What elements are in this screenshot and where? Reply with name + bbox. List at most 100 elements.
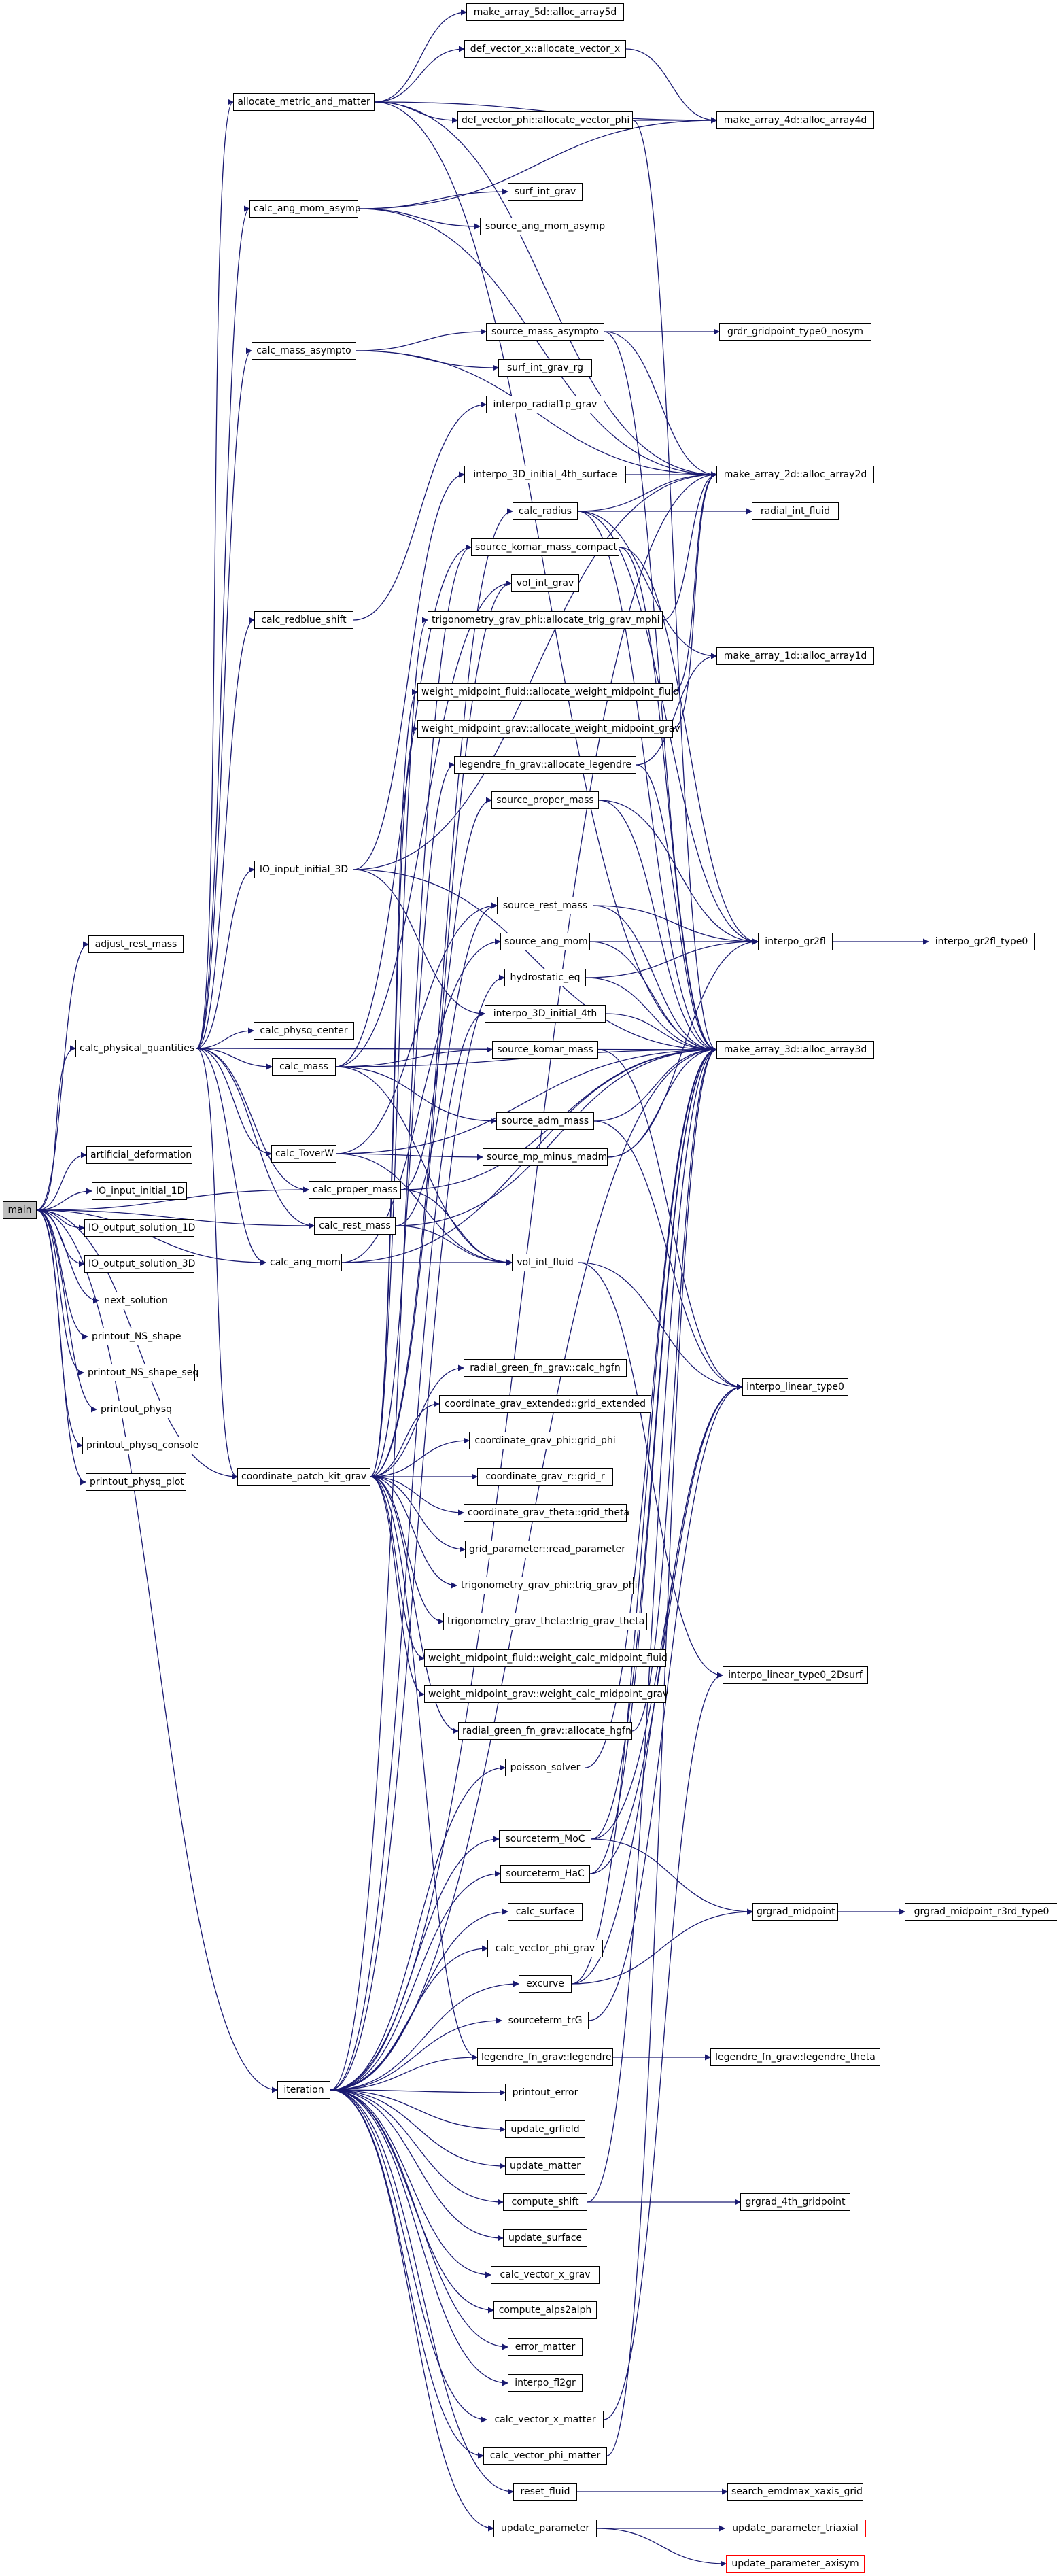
node-interpo-linear-type0[interactable]: interpo_linear_type0 — [742, 1378, 848, 1396]
node-calc-mass[interactable]: calc_mass — [272, 1058, 336, 1076]
node-update-parameter-axisym[interactable]: update_parameter_axisym — [726, 2555, 865, 2573]
node-weight-midpoint-fluid-calc[interactable]: weight_midpoint_fluid::weight_calc_midpo… — [424, 1649, 668, 1667]
node-calc-ang-mom[interactable]: calc_ang_mom — [266, 1254, 342, 1271]
node-printout-physq-plot[interactable]: printout_physq_plot — [86, 1473, 186, 1491]
node-make-array-2d[interactable]: make_array_2d::alloc_array2d — [716, 466, 874, 483]
node-source-ang-mom[interactable]: source_ang_mom — [500, 933, 590, 950]
node-calc-vector-x-grav[interactable]: calc_vector_x_grav — [491, 2266, 600, 2284]
node-sourceterm-hac[interactable]: sourceterm_HaC — [500, 1865, 590, 1883]
node-calc-proper-mass[interactable]: calc_proper_mass — [309, 1181, 401, 1199]
node-radial-green-fn-grav-allocate[interactable]: radial_green_fn_grav::allocate_hgfn — [458, 1722, 632, 1740]
node-compute-alps2alph[interactable]: compute_alps2alph — [493, 2301, 597, 2319]
node-trigonometry-grav-phi-allocate[interactable]: trigonometry_grav_phi::allocate_trig_gra… — [428, 611, 663, 629]
node-calc-vector-x-matter[interactable]: calc_vector_x_matter — [487, 2411, 604, 2428]
node-vol-int-grav[interactable]: vol_int_grav — [511, 574, 579, 592]
node-hydrostatic-eq[interactable]: hydrostatic_eq — [504, 969, 586, 986]
node-main[interactable]: main — [3, 1201, 37, 1219]
node-calc-physical-quantities[interactable]: calc_physical_quantities — [75, 1040, 196, 1057]
node-grgrad-4th-gridpoint[interactable]: grgrad_4th_gridpoint — [740, 2193, 850, 2211]
node-weight-midpoint-fluid-allocate[interactable]: weight_midpoint_fluid::allocate_weight_m… — [417, 683, 679, 701]
node-printout-physq[interactable]: printout_physq — [97, 1401, 175, 1418]
node-printout-ns-shape[interactable]: printout_NS_shape — [88, 1328, 184, 1345]
node-calc-physq-center[interactable]: calc_physq_center — [254, 1022, 354, 1040]
node-coordinate-grav-phi[interactable]: coordinate_grav_phi::grid_phi — [469, 1432, 621, 1449]
node-legendre-fn-grav-legendre[interactable]: legendre_fn_grav::legendre — [477, 2048, 613, 2066]
node-def-vector-phi[interactable]: def_vector_phi::allocate_vector_phi — [457, 111, 633, 129]
node-calc-radius[interactable]: calc_radius — [513, 502, 578, 520]
node-interpo-gr2fl[interactable]: interpo_gr2fl — [758, 933, 833, 950]
node-coordinate-grav-extended[interactable]: coordinate_grav_extended::grid_extended — [439, 1395, 651, 1413]
node-io-input-initial-1d[interactable]: IO_input_initial_1D — [92, 1182, 187, 1200]
node-source-proper-mass[interactable]: source_proper_mass — [491, 791, 599, 809]
node-interpo-3d-initial-4th[interactable]: interpo_3D_initial_4th — [485, 1005, 606, 1023]
node-allocate-metric-and-matter[interactable]: allocate_metric_and_matter — [233, 93, 375, 111]
node-grgrad-midpoint[interactable]: grgrad_midpoint — [752, 1903, 838, 1921]
node-source-komar-mass[interactable]: source_komar_mass — [492, 1041, 598, 1059]
node-error-matter[interactable]: error_matter — [508, 2338, 583, 2356]
node-calc-ang-mom-asymp[interactable]: calc_ang_mom_asymp — [249, 200, 361, 218]
node-io-output-solution-1d[interactable]: IO_output_solution_1D — [84, 1219, 195, 1237]
node-coordinate-patch-kit-grav[interactable]: coordinate_patch_kit_grav — [237, 1468, 370, 1486]
node-coordinate-grav-r[interactable]: coordinate_grav_r::grid_r — [477, 1468, 613, 1486]
node-radial-green-fn-grav-calc-hgfn[interactable]: radial_green_fn_grav::calc_hgfn — [464, 1359, 627, 1377]
node-weight-midpoint-grav-allocate[interactable]: weight_midpoint_grav::allocate_weight_mi… — [417, 720, 680, 738]
node-poisson-solver[interactable]: poisson_solver — [505, 1759, 585, 1776]
node-surf-int-grav[interactable]: surf_int_grav — [508, 183, 583, 201]
node-io-input-initial-3d[interactable]: IO_input_initial_3D — [254, 861, 353, 878]
node-calc-mass-asympto[interactable]: calc_mass_asympto — [252, 342, 356, 360]
node-calc-vector-phi-grav[interactable]: calc_vector_phi_grav — [487, 1940, 603, 1957]
node-compute-shift[interactable]: compute_shift — [503, 2193, 587, 2211]
node-source-adm-mass[interactable]: source_adm_mass — [496, 1112, 594, 1130]
node-source-komar-mass-compact[interactable]: source_komar_mass_compact — [471, 538, 619, 556]
node-source-rest-mass[interactable]: source_rest_mass — [497, 897, 593, 914]
node-source-mp-minus-madm[interactable]: source_mp_minus_madm — [483, 1148, 608, 1166]
node-source-mass-asympto[interactable]: source_mass_asympto — [486, 323, 604, 341]
node-update-grfield[interactable]: update_grfield — [505, 2120, 585, 2138]
node-make-array-1d[interactable]: make_array_1d::alloc_array1d — [716, 647, 874, 665]
node-grid-parameter[interactable]: grid_parameter::read_parameter — [465, 1541, 625, 1558]
node-make-array-5d[interactable]: make_array_5d::alloc_array5d — [466, 3, 624, 21]
node-printout-ns-shape-seq[interactable]: printout_NS_shape_seq — [84, 1364, 198, 1381]
node-interpo-gr2fl-type0[interactable]: interpo_gr2fl_type0 — [929, 933, 1035, 950]
node-surf-int-grav-rg[interactable]: surf_int_grav_rg — [498, 359, 592, 377]
node-excurve[interactable]: excurve — [519, 1975, 572, 1993]
node-sourceterm-trg[interactable]: sourceterm_trG — [502, 2012, 589, 2029]
node-reset-fluid[interactable]: reset_fluid — [513, 2483, 577, 2501]
node-calc-toverw[interactable]: calc_ToverW — [271, 1145, 336, 1163]
node-sourceterm-moc[interactable]: sourceterm_MoC — [499, 1830, 591, 1848]
node-calc-surface[interactable]: calc_surface — [508, 1903, 583, 1921]
node-interpo-linear-type0-2dsurf[interactable]: interpo_linear_type0_2Dsurf — [723, 1666, 868, 1684]
node-io-output-solution-3d[interactable]: IO_output_solution_3D — [84, 1255, 195, 1273]
node-trigonometry-grav-phi-trig[interactable]: trigonometry_grav_phi::trig_grav_phi — [457, 1577, 638, 1594]
node-adjust-rest-mass[interactable]: adjust_rest_mass — [88, 935, 184, 953]
node-update-surface[interactable]: update_surface — [503, 2229, 587, 2247]
node-make-array-3d[interactable]: make_array_3d::alloc_array3d — [716, 1041, 874, 1059]
node-update-parameter-triaxial[interactable]: update_parameter_triaxial — [725, 2520, 866, 2537]
node-legendre-fn-grav-legendre-theta[interactable]: legendre_fn_grav::legendre_theta — [710, 2048, 880, 2066]
node-interpo-radial1p-grav[interactable]: interpo_radial1p_grav — [486, 396, 604, 413]
node-radial-int-fluid[interactable]: radial_int_fluid — [752, 502, 839, 520]
node-search-emdmax-xaxis-grid[interactable]: search_emdmax_xaxis_grid — [727, 2483, 863, 2501]
node-grgrad-midpoint-r3rd-type0[interactable]: grgrad_midpoint_r3rd_type0 — [905, 1903, 1057, 1921]
node-weight-midpoint-grav-calc[interactable]: weight_midpoint_grav::weight_calc_midpoi… — [424, 1685, 668, 1703]
node-source-ang-mom-asymp[interactable]: source_ang_mom_asymp — [480, 218, 610, 235]
node-grdr-gridpoint-type0-nosym[interactable]: grdr_gridpoint_type0_nosym — [719, 323, 871, 341]
node-printout-error[interactable]: printout_error — [505, 2084, 585, 2101]
node-vol-int-fluid[interactable]: vol_int_fluid — [512, 1254, 578, 1271]
node-iteration[interactable]: iteration — [277, 2081, 330, 2099]
node-legendre-fn-grav-allocate[interactable]: legendre_fn_grav::allocate_legendre — [454, 756, 636, 774]
node-printout-physq-console[interactable]: printout_physq_console — [82, 1437, 199, 1454]
node-interpo-fl2gr[interactable]: interpo_fl2gr — [508, 2374, 583, 2392]
node-coordinate-grav-theta[interactable]: coordinate_grav_theta::grid_theta — [464, 1504, 629, 1522]
node-calc-redblue-shift[interactable]: calc_redblue_shift — [254, 611, 353, 629]
node-trigonometry-grav-theta[interactable]: trigonometry_grav_theta::trig_grav_theta — [443, 1613, 647, 1630]
node-calc-vector-phi-matter[interactable]: calc_vector_phi_matter — [483, 2447, 607, 2465]
node-interpo-3d-initial-4th-surface[interactable]: interpo_3D_initial_4th_surface — [464, 466, 626, 483]
node-calc-rest-mass[interactable]: calc_rest_mass — [314, 1217, 396, 1235]
node-def-vector-x[interactable]: def_vector_x::allocate_vector_x — [464, 40, 626, 58]
node-artificial-deformation[interactable]: artificial_deformation — [86, 1146, 192, 1164]
node-update-matter[interactable]: update_matter — [505, 2157, 585, 2175]
node-next-solution[interactable]: next_solution — [99, 1292, 173, 1309]
node-update-parameter[interactable]: update_parameter — [493, 2520, 597, 2537]
node-make-array-4d[interactable]: make_array_4d::alloc_array4d — [716, 111, 874, 129]
